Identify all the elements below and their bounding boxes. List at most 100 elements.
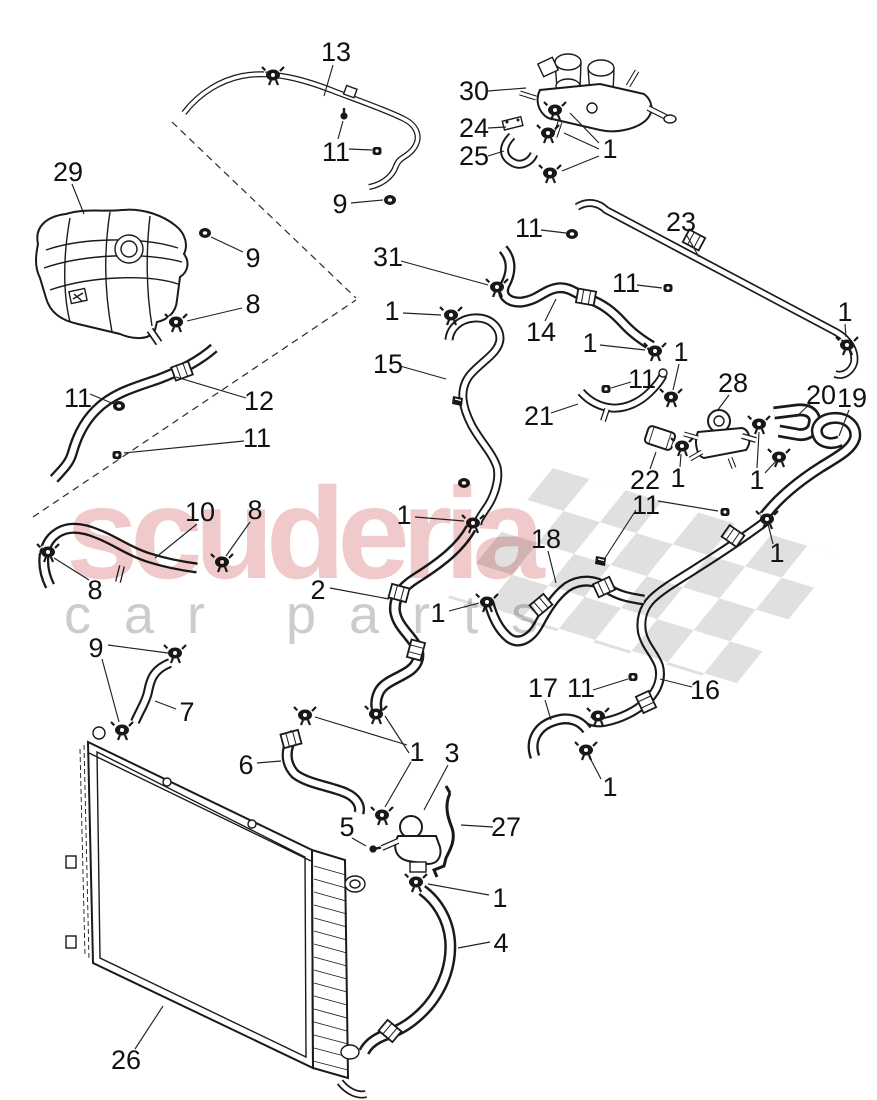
svg-text:1: 1 (670, 463, 685, 493)
hose-10 (38, 522, 198, 589)
part-callout-1: 1 (427, 883, 508, 913)
svg-text:1: 1 (769, 538, 784, 568)
svg-text:1: 1 (673, 337, 688, 367)
part-callout-25: 25 (459, 141, 505, 171)
part-callout-4: 4 (457, 928, 509, 958)
part-callout-1: 1 (384, 296, 442, 326)
svg-text:1: 1 (837, 297, 852, 327)
part-callout-6: 6 (238, 750, 282, 780)
part-callout-11: 11 (567, 673, 629, 703)
part-callout-28: 28 (716, 368, 748, 412)
svg-text:11: 11 (632, 490, 660, 520)
svg-text:21: 21 (524, 401, 554, 431)
svg-text:8: 8 (247, 495, 262, 525)
part-callout-9: 9 (210, 236, 261, 273)
part-callout-11: 11 (612, 268, 663, 298)
part-callout-1: 1 (314, 715, 425, 808)
part-callout-19: 19 (837, 383, 867, 437)
svg-text:11: 11 (515, 213, 543, 243)
construction-lines (32, 121, 357, 518)
part-callout-14: 14 (526, 298, 557, 347)
part-callout-1: 1 (396, 500, 465, 530)
part-callout-11: 11 (64, 383, 115, 413)
svg-text:11: 11 (612, 268, 640, 298)
svg-text:24: 24 (459, 113, 489, 143)
part-callout-9: 9 (88, 633, 169, 723)
svg-text:26: 26 (111, 1045, 141, 1075)
thermostat-housing (380, 815, 442, 873)
overflow-pipe (181, 71, 421, 190)
svg-text:3: 3 (444, 738, 459, 768)
svg-text:1: 1 (396, 500, 411, 530)
part-callout-5: 5 (339, 812, 367, 847)
part-callout-1: 1 (589, 757, 618, 802)
hose-4 (358, 885, 457, 1055)
svg-text:11: 11 (322, 137, 350, 167)
svg-text:13: 13 (321, 37, 351, 67)
svg-text:20: 20 (806, 380, 836, 410)
part-callout-12: 12 (175, 376, 274, 416)
part-callout-29: 29 (53, 157, 85, 215)
svg-text:1: 1 (582, 328, 597, 358)
svg-text:1: 1 (409, 737, 424, 767)
svg-text:1: 1 (602, 772, 617, 802)
svg-text:16: 16 (690, 675, 720, 705)
part-callout-1: 1 (670, 453, 686, 493)
svg-text:6: 6 (238, 750, 253, 780)
part-callout-23: 23 (666, 207, 700, 258)
hose-6 (281, 729, 365, 815)
part-callout-7: 7 (154, 697, 195, 727)
svg-text:11: 11 (64, 383, 92, 413)
svg-text:25: 25 (459, 141, 489, 171)
part-callout-8: 8 (53, 557, 103, 605)
svg-text:1: 1 (749, 465, 764, 495)
part-callout-8: 8 (186, 289, 261, 322)
part-callout-10: 10 (154, 497, 215, 559)
svg-text:8: 8 (245, 289, 260, 319)
expansion-tank (35, 208, 189, 346)
svg-text:15: 15 (373, 349, 403, 379)
svg-text:30: 30 (459, 76, 489, 106)
part-callout-31: 31 (373, 242, 489, 286)
bracket-27 (432, 785, 455, 878)
svg-text:11: 11 (567, 673, 595, 703)
part-callout-11: 11 (610, 364, 656, 394)
part-callout-1: 1 (837, 297, 853, 338)
part-callout-1: 1 (767, 523, 785, 568)
svg-text:1: 1 (602, 134, 617, 164)
hose-17 (527, 713, 592, 759)
svg-text:11: 11 (243, 423, 271, 453)
part-callout-9: 9 (332, 189, 384, 219)
svg-text:11: 11 (628, 364, 656, 394)
svg-text:5: 5 (339, 812, 354, 842)
svg-text:10: 10 (185, 497, 215, 527)
hose-14 (498, 245, 655, 351)
svg-text:28: 28 (718, 368, 748, 398)
svg-text:8: 8 (87, 575, 102, 605)
svg-text:22: 22 (630, 465, 660, 495)
svg-text:9: 9 (88, 633, 103, 663)
part-callout-1: 1 (749, 431, 777, 495)
radiator (65, 726, 367, 1099)
hose-7 (130, 658, 173, 724)
part-callout-16: 16 (659, 675, 720, 705)
svg-text:23: 23 (666, 207, 696, 237)
coolant-unit (519, 53, 677, 138)
svg-text:4: 4 (493, 928, 508, 958)
part-callout-18: 18 (531, 524, 561, 584)
part-callout-3: 3 (423, 738, 460, 811)
part-callout-1: 1 (582, 328, 646, 358)
flange-24 (501, 115, 524, 131)
svg-text:19: 19 (837, 383, 867, 413)
part-callout-30: 30 (459, 76, 527, 106)
elbow-25 (500, 132, 539, 169)
svg-text:1: 1 (492, 883, 507, 913)
part-callout-24: 24 (459, 113, 507, 143)
svg-text:17: 17 (528, 673, 558, 703)
svg-text:27: 27 (491, 812, 521, 842)
svg-text:1: 1 (384, 296, 399, 326)
part-callout-11: 11 (123, 423, 271, 454)
svg-text:2: 2 (310, 575, 325, 605)
part-callout-21: 21 (524, 401, 579, 431)
